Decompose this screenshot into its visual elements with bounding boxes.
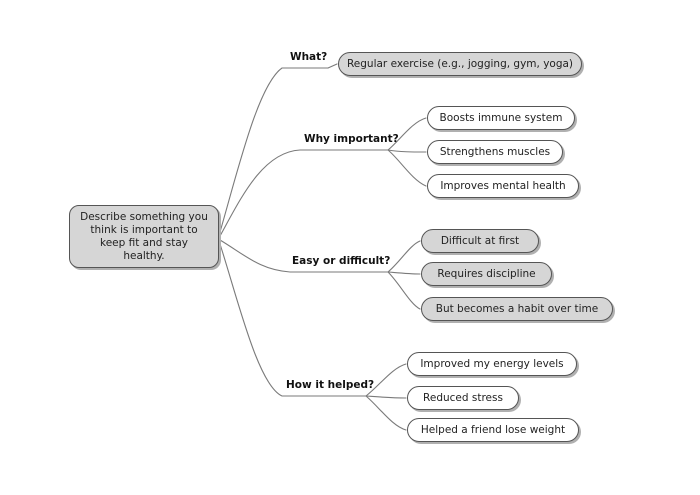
why-item-node: Boosts immune system bbox=[427, 106, 575, 130]
connector-root-what bbox=[219, 67, 329, 233]
root-topic-line-2: think is important to bbox=[90, 223, 198, 236]
connector-how-item-2 bbox=[365, 395, 407, 399]
root-topic-line-1: Describe something you bbox=[80, 210, 208, 223]
connector-easy-item-1 bbox=[387, 240, 421, 273]
connector-what-item bbox=[327, 63, 338, 69]
branch-label-what: What? bbox=[290, 51, 328, 63]
branch-label-easy-or-difficult: Easy or difficult? bbox=[292, 255, 391, 267]
why-item-node: Improves mental health bbox=[427, 174, 579, 198]
branch-label-why-important: Why important? bbox=[304, 133, 399, 145]
easy-item-node: But becomes a habit over time bbox=[421, 297, 613, 321]
root-topic-node: Describe something you think is importan… bbox=[69, 205, 219, 268]
branch-label-how-it-helped: How it helped? bbox=[286, 379, 375, 391]
connector-root-easy bbox=[219, 239, 389, 273]
connector-easy-item-2 bbox=[387, 271, 421, 275]
root-topic-line-3: keep fit and stay healthy. bbox=[99, 236, 189, 262]
connector-why-item-2 bbox=[387, 149, 427, 153]
how-item-node: Improved my energy levels bbox=[407, 352, 577, 376]
what-item-node: Regular exercise (e.g., jogging, gym, yo… bbox=[338, 52, 582, 76]
how-item-node: Reduced stress bbox=[407, 386, 519, 410]
easy-item-node: Difficult at first bbox=[421, 229, 539, 253]
connector-how-item-3 bbox=[365, 395, 407, 431]
why-item-node: Strengthens muscles bbox=[427, 140, 563, 164]
easy-item-node: Requires discipline bbox=[421, 262, 552, 286]
connector-root-why bbox=[219, 149, 389, 237]
connector-easy-item-3 bbox=[387, 271, 421, 310]
how-item-node: Helped a friend lose weight bbox=[407, 418, 579, 442]
connector-why-item-3 bbox=[387, 149, 427, 187]
connector-how-item-1 bbox=[365, 363, 407, 397]
connector-why-item-1 bbox=[387, 117, 427, 151]
connector-root-how bbox=[219, 243, 367, 397]
